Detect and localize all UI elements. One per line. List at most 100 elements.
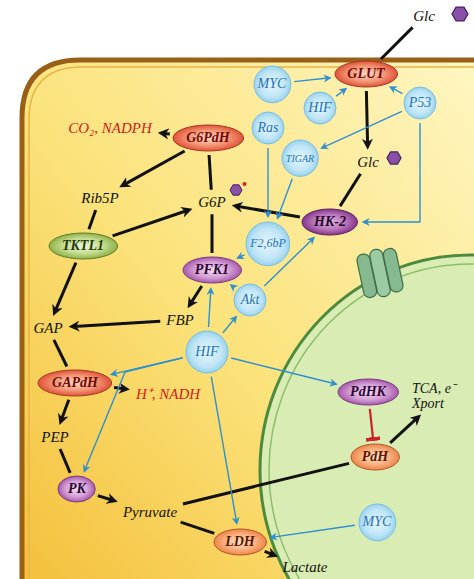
pathway-arrow — [98, 496, 113, 501]
node-label: Akt — [241, 292, 260, 307]
pathway-arrow — [124, 151, 185, 185]
metabolite-label: Pyruvate — [120, 503, 180, 522]
node-label: GAP — [33, 320, 62, 337]
node-outline — [252, 112, 284, 144]
regulator-circle: MYC — [253, 65, 292, 104]
pathway-arrow — [61, 400, 68, 420]
pathway-arrow — [181, 522, 215, 533]
node-outline — [183, 257, 242, 283]
node-label: CO₂, NADPH — [68, 120, 152, 137]
node-label: GAPdH — [52, 375, 98, 390]
node-outline — [173, 125, 244, 151]
node-outline — [38, 370, 112, 396]
node-label: HIF — [195, 344, 218, 359]
node-label: Glc — [357, 154, 379, 171]
regulation-arrow — [294, 78, 327, 82]
node-label: TIGAR — [286, 153, 314, 164]
glucose-hexagon — [387, 152, 401, 164]
node-label: G6PdH — [186, 130, 230, 145]
pathway-arrow — [89, 210, 96, 229]
node-label: P53 — [409, 95, 432, 110]
pathway-arrow — [74, 321, 160, 326]
regulation-arrow — [336, 90, 344, 96]
regulation-arrow — [267, 148, 268, 214]
pathway-arrow — [55, 263, 76, 311]
pathway-arrow — [60, 449, 70, 473]
node-label: Glc — [413, 8, 435, 25]
node-outline — [186, 331, 228, 373]
regulation-arrow — [240, 255, 245, 257]
enzyme-ellipse: PdH — [350, 443, 400, 471]
node-label: MYC — [258, 76, 287, 91]
metabolite-label: H⁺, NADH — [133, 385, 203, 404]
node-label: F2,6bP — [250, 237, 286, 250]
mitochondrion-inner-membrane — [269, 264, 474, 579]
metabolite-label: CO₂, NADPH — [65, 119, 155, 138]
regulation-arrow — [392, 88, 402, 93]
glucose-hexagon — [452, 7, 468, 21]
node-label: PEP — [41, 429, 69, 446]
pathway-arrow — [340, 174, 360, 206]
node-outline — [282, 140, 318, 176]
pathway-arrow — [366, 91, 367, 144]
node-outline — [234, 284, 266, 316]
node-label: Pyruvate — [123, 504, 177, 521]
metabolite-label: TCA, e⁻ Xport — [409, 380, 473, 413]
regulation-arrow — [278, 179, 292, 216]
node-label: PFK1 — [195, 262, 229, 277]
node-label: H⁺, NADH — [136, 386, 200, 403]
node-label: PdHK — [350, 384, 386, 399]
node-label: GLUT — [347, 66, 384, 81]
enzyme-ellipse: PdHK — [337, 378, 400, 406]
node-outline — [404, 87, 436, 119]
node-label: LDH — [225, 534, 255, 549]
node-outline — [338, 379, 399, 405]
node-label: TKTL1 — [62, 238, 104, 253]
node-label: PdH — [362, 449, 388, 464]
vdac-barrel — [382, 247, 404, 293]
node-outline — [359, 504, 396, 541]
node-outline — [246, 222, 290, 266]
regulator-circle: P53 — [403, 86, 437, 120]
pathway-arrow — [183, 463, 349, 504]
regulator-circle: TIGAR — [281, 139, 319, 177]
metabolite-label: Glc — [410, 7, 438, 26]
node-outline — [58, 476, 95, 502]
regulator-circle: HIF — [303, 91, 337, 125]
regulation-arrow — [211, 377, 236, 522]
metabolite-label: Lactate — [280, 558, 331, 577]
metabolite-label: Rib5P — [78, 189, 122, 208]
pathway-arrow — [210, 214, 213, 253]
node-label: Lactate — [283, 559, 328, 576]
metabolite-label: G6P — [195, 193, 229, 212]
node-outline — [214, 529, 266, 555]
regulation-arrow — [366, 123, 420, 222]
node-outline — [351, 444, 399, 470]
pathway-arrow — [113, 210, 188, 235]
node-label: PK — [68, 481, 86, 496]
regulation-arrow — [209, 291, 211, 327]
enzyme-ellipse: GAPdH — [37, 369, 113, 397]
node-label: FBP — [166, 312, 194, 329]
regulator-circle: F2,6bP — [245, 221, 291, 267]
regulator-circle: HIF — [185, 330, 229, 374]
node-label: MYC — [363, 514, 392, 529]
regulator-circle: Akt — [233, 283, 267, 317]
node-label: Ras — [258, 120, 279, 135]
enzyme-ellipse: HK-2 — [301, 208, 358, 236]
vdac-channel — [355, 245, 404, 300]
pathway-arrow — [54, 340, 67, 367]
pathway-arrow — [190, 286, 201, 304]
metabolite-label: FBP — [163, 311, 197, 330]
regulation-arrow — [324, 111, 402, 147]
metabolite-label: Glc — [354, 153, 382, 172]
pathway-arrow — [209, 155, 211, 190]
node-label: TCA, e⁻ Xport — [412, 381, 470, 412]
enzyme-ellipse: GLUT — [334, 60, 399, 88]
node-outline — [49, 233, 118, 259]
regulation-arrow — [223, 318, 235, 332]
node-outline — [302, 209, 357, 235]
enzyme-ellipse: LDH — [213, 528, 267, 556]
node-label: HK-2 — [314, 214, 346, 229]
regulator-circle: Ras — [251, 111, 285, 145]
